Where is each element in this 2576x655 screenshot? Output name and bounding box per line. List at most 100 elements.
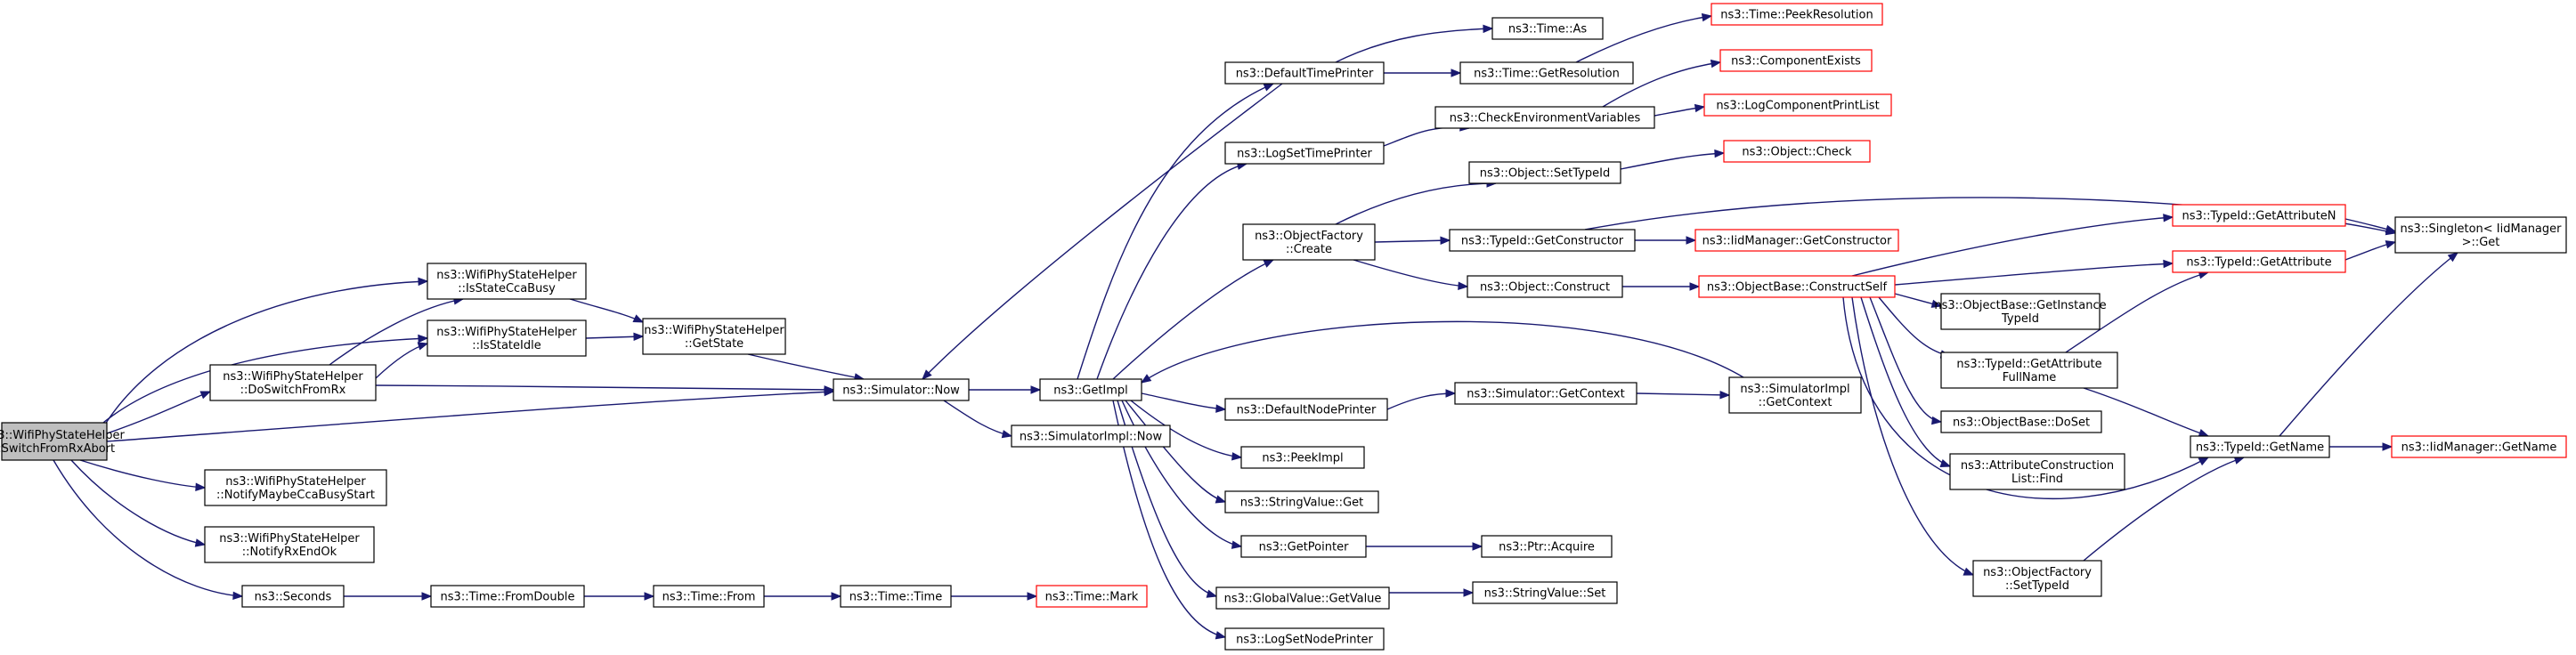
node-from[interactable]: ns3::Time::From	[653, 585, 765, 608]
node-label-line: ns3::TypeId::GetAttributeN	[2182, 210, 2336, 223]
node-label-line: ns3::SimulatorImpl::Now	[1020, 431, 1163, 444]
edge-root-to-isIdle	[97, 334, 429, 428]
node-box	[427, 263, 587, 300]
node-label-line: ns3::LogSetTimePrinter	[1237, 148, 1372, 161]
edge-timeGetRes-to-timePeekRes	[1575, 12, 1713, 63]
node-strValGet[interactable]: ns3::StringValue::Get	[1224, 490, 1379, 513]
node-timePeekRes[interactable]: ns3::Time::PeekResolution	[1711, 3, 1883, 26]
node-typeIdGetName[interactable]: ns3::TypeId::GetName	[2190, 435, 2330, 458]
node-box	[1224, 398, 1388, 421]
node-label-line: ns3::PeekImpl	[1262, 452, 1343, 465]
node-objConstruct[interactable]: ns3::Object::Construct	[1467, 275, 1623, 298]
node-label-line: List::Find	[2011, 473, 2063, 486]
node-typeIdGetAttrN[interactable]: ns3::TypeId::GetAttributeN	[2172, 204, 2346, 227]
node-label-line: ::IsStateCcaBusy	[458, 282, 556, 295]
node-notifyCca[interactable]: ns3::WifiPhyStateHelper::NotifyMaybeCcaB…	[204, 469, 387, 506]
node-typeIdGetCtor[interactable]: ns3::TypeId::GetConstructor	[1449, 229, 1636, 252]
edge-timeTime-to-timeMark	[951, 592, 1038, 601]
node-defTimePrinter[interactable]: ns3::DefaultTimePrinter	[1224, 61, 1385, 85]
node-timeTime[interactable]: ns3::Time::Time	[840, 585, 952, 608]
node-box	[1011, 425, 1171, 448]
node-ptrAcquire[interactable]: ns3::Ptr::Acquire	[1481, 535, 1613, 558]
node-iidGetName[interactable]: ns3::IidManager::GetName	[2391, 435, 2567, 458]
node-getImpl[interactable]: ns3::GetImpl	[1039, 378, 1142, 401]
node-getPointer[interactable]: ns3::GetPointer	[1240, 535, 1367, 558]
node-label-line: ::IsStateIdle	[472, 339, 540, 352]
node-box	[1240, 535, 1367, 558]
node-objSetTypeId[interactable]: ns3::Object::SetTypeId	[1468, 161, 1621, 184]
node-box	[209, 364, 377, 401]
node-simGetContext[interactable]: ns3::Simulator::GetContext	[1454, 382, 1637, 405]
node-compExists[interactable]: ns3::ComponentExists	[1719, 49, 1873, 72]
node-box	[1215, 586, 1390, 610]
edge-defTimePrinter-to-timeGetRes	[1384, 69, 1462, 77]
node-label-line: ns3::LogComponentPrintList	[1716, 100, 1879, 113]
node-box	[1, 422, 108, 461]
node-label-line: ns3::TypeId::GetAttribute	[2186, 256, 2331, 270]
edge-objConstruct-to-objBaseCS	[1622, 282, 1701, 291]
node-box	[1467, 275, 1623, 298]
node-objCheck[interactable]: ns3::Object::Check	[1723, 140, 1871, 163]
node-seconds[interactable]: ns3::Seconds	[241, 585, 345, 608]
node-box	[204, 469, 387, 506]
node-logSetTimePrinter[interactable]: ns3::LogSetTimePrinter	[1224, 142, 1385, 165]
node-timeGetRes[interactable]: ns3::Time::GetResolution	[1459, 61, 1634, 85]
edge-typeIdGetAttr-to-singletonGet	[2344, 240, 2397, 261]
node-box	[2172, 204, 2346, 227]
node-timeMark[interactable]: ns3::Time::Mark	[1036, 585, 1148, 608]
node-box	[1703, 93, 1892, 117]
node-iidGetCtor[interactable]: ns3::IidManager::GetConstructor	[1694, 229, 1899, 252]
node-box	[642, 318, 786, 355]
edge-isIdle-to-getState	[585, 332, 645, 342]
node-getState[interactable]: ns3::WifiPhyStateHelper::GetState	[642, 318, 786, 355]
node-logSetNodePrinter[interactable]: ns3::LogSetNodePrinter	[1224, 627, 1385, 651]
node-box	[1481, 535, 1613, 558]
node-simNow[interactable]: ns3::Simulator::Now	[833, 378, 970, 401]
node-defNodePrinter[interactable]: ns3::DefaultNodePrinter	[1224, 398, 1388, 421]
node-simImplGetCtx[interactable]: ns3::SimulatorImpl::GetContext	[1728, 376, 1862, 414]
edge-defTimePrinter-to-timeAs	[1335, 24, 1494, 63]
node-singletonGet[interactable]: ns3::Singleton< IidManager>::Get	[2394, 216, 2567, 254]
node-objBaseCS[interactable]: ns3::ObjectBase::ConstructSelf	[1698, 275, 1896, 298]
node-peekImpl[interactable]: ns3::PeekImpl	[1240, 446, 1365, 469]
node-root: ns3::WifiPhyStateHelper::SwitchFromRxAbo…	[0, 422, 125, 461]
edge-getImpl-to-strValGet	[1125, 400, 1227, 504]
node-typeIdGetAttr[interactable]: ns3::TypeId::GetAttribute	[2172, 250, 2346, 273]
edge-getImpl-to-globalValGet	[1117, 400, 1218, 598]
node-globalValGet[interactable]: ns3::GlobalValue::GetValue	[1215, 586, 1390, 610]
node-box	[1491, 17, 1604, 40]
node-fromDouble[interactable]: ns3::Time::FromDouble	[430, 585, 585, 608]
node-label-line: ns3::WifiPhyStateHelper	[0, 429, 125, 442]
node-checkEnv[interactable]: ns3::CheckEnvironmentVariables	[1434, 106, 1655, 129]
node-box	[430, 585, 585, 608]
node-label-line: ::DoSwitchFromRx	[240, 384, 346, 397]
edge-doSwitchRx-to-isIdle	[375, 342, 429, 379]
node-simImplNow[interactable]: ns3::SimulatorImpl::Now	[1011, 425, 1171, 448]
node-doSwitchRx[interactable]: ns3::WifiPhyStateHelper::DoSwitchFromRx	[209, 364, 377, 401]
node-strValSet[interactable]: ns3::StringValue::Set	[1472, 581, 1618, 604]
node-logCompPrint[interactable]: ns3::LogComponentPrintList	[1703, 93, 1892, 117]
node-notifyRxEnd[interactable]: ns3::WifiPhyStateHelper::NotifyRxEndOk	[204, 526, 375, 563]
node-objBaseDoSet[interactable]: ns3::ObjectBase::DoSet	[1940, 410, 2102, 433]
node-isIdle[interactable]: ns3::WifiPhyStateHelper::IsStateIdle	[427, 319, 587, 357]
call-nodes: ns3::WifiPhyStateHelper::SwitchFromRxAbo…	[0, 3, 2567, 651]
node-label-line: ::Create	[1286, 243, 1332, 256]
node-label-line: ns3::GlobalValue::GetValue	[1224, 593, 1382, 606]
edge-root-to-notifyCca	[79, 459, 207, 492]
node-label-line: ns3::GetPointer	[1259, 541, 1349, 554]
node-label-line: ns3::ObjectFactory	[1983, 566, 2092, 579]
edge-globalValGet-to-strValSet	[1389, 588, 1475, 597]
node-objFactSetTypeId[interactable]: ns3::ObjectFactory::SetTypeId	[1972, 560, 2102, 597]
node-isCcaBusy[interactable]: ns3::WifiPhyStateHelper::IsStateCcaBusy	[427, 263, 587, 300]
node-timeAs[interactable]: ns3::Time::As	[1491, 17, 1604, 40]
node-label-line: ns3::WifiPhyStateHelper	[219, 532, 360, 546]
node-label-line: ns3::WifiPhyStateHelper	[436, 326, 577, 339]
node-label-line: ns3::Simulator::GetContext	[1467, 388, 1624, 401]
edge-defNodePrinter-to-simGetContext	[1386, 389, 1457, 410]
node-label-line: ::NotifyRxEndOk	[242, 546, 337, 559]
node-objFactoryCreate[interactable]: ns3::ObjectFactory::Create	[1242, 223, 1376, 261]
node-label-line: ns3::SimulatorImpl	[1740, 383, 1849, 396]
